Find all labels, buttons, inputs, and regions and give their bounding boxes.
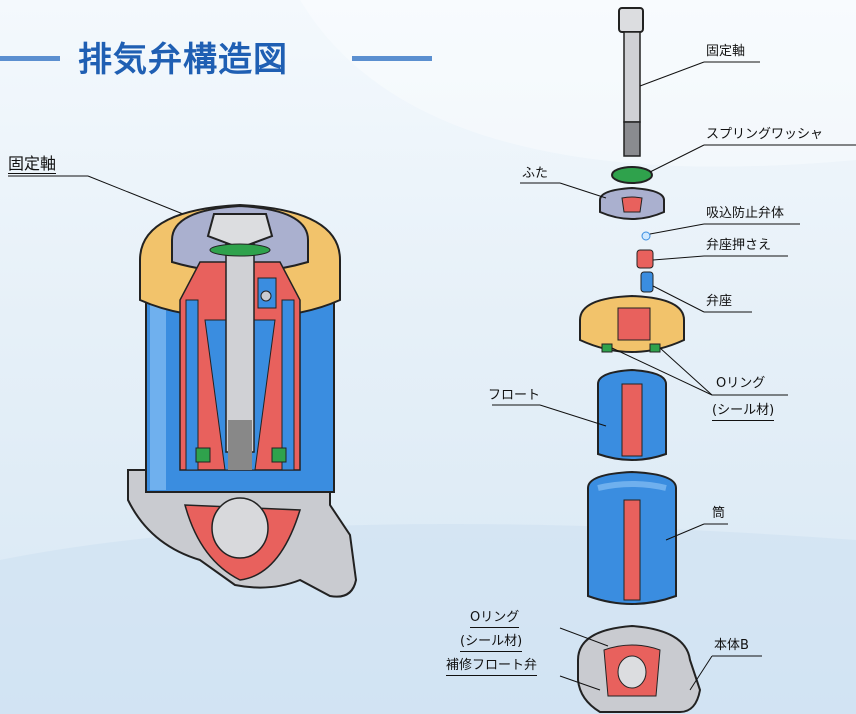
label-oring-bottom-1: Oリング [470, 610, 520, 628]
bolt-part [618, 7, 644, 157]
body-b-part [577, 624, 702, 713]
valve-seat-part [640, 271, 654, 293]
cylinder-part [587, 470, 677, 605]
flange-part [579, 294, 685, 353]
title-block: 排気弁構造図 [0, 26, 440, 86]
label-lid: ふた [522, 166, 549, 181]
anti-suction-ball-part [641, 231, 651, 241]
title-left-bar [0, 56, 60, 61]
label-seat-retainer: 弁座押さえ [706, 238, 772, 253]
label-assembly-shaft: 固定軸 [8, 154, 57, 174]
label-spring-washer: スプリングワッシャ [706, 127, 824, 142]
float-part [597, 368, 667, 461]
spring-washer-part [611, 166, 653, 184]
label-body-b: 本体B [714, 638, 749, 653]
label-cylinder: 筒 [712, 506, 726, 521]
label-shaft: 固定軸 [706, 44, 746, 59]
label-oring-top-2: (シール材) [712, 403, 775, 421]
label-anti-suction-valve: 吸込防止弁体 [706, 206, 785, 221]
page-title: 排気弁構造図 [78, 40, 288, 80]
title-right-bar [352, 56, 432, 61]
label-oring-top-1: Oリング [716, 376, 766, 391]
label-float: フロート [488, 388, 541, 403]
seat-retainer-part [636, 249, 654, 269]
label-repair-float-valve: 補修フロート弁 [446, 658, 538, 676]
label-valve-seat: 弁座 [706, 294, 733, 309]
label-oring-bottom-2: (シール材) [460, 634, 523, 652]
